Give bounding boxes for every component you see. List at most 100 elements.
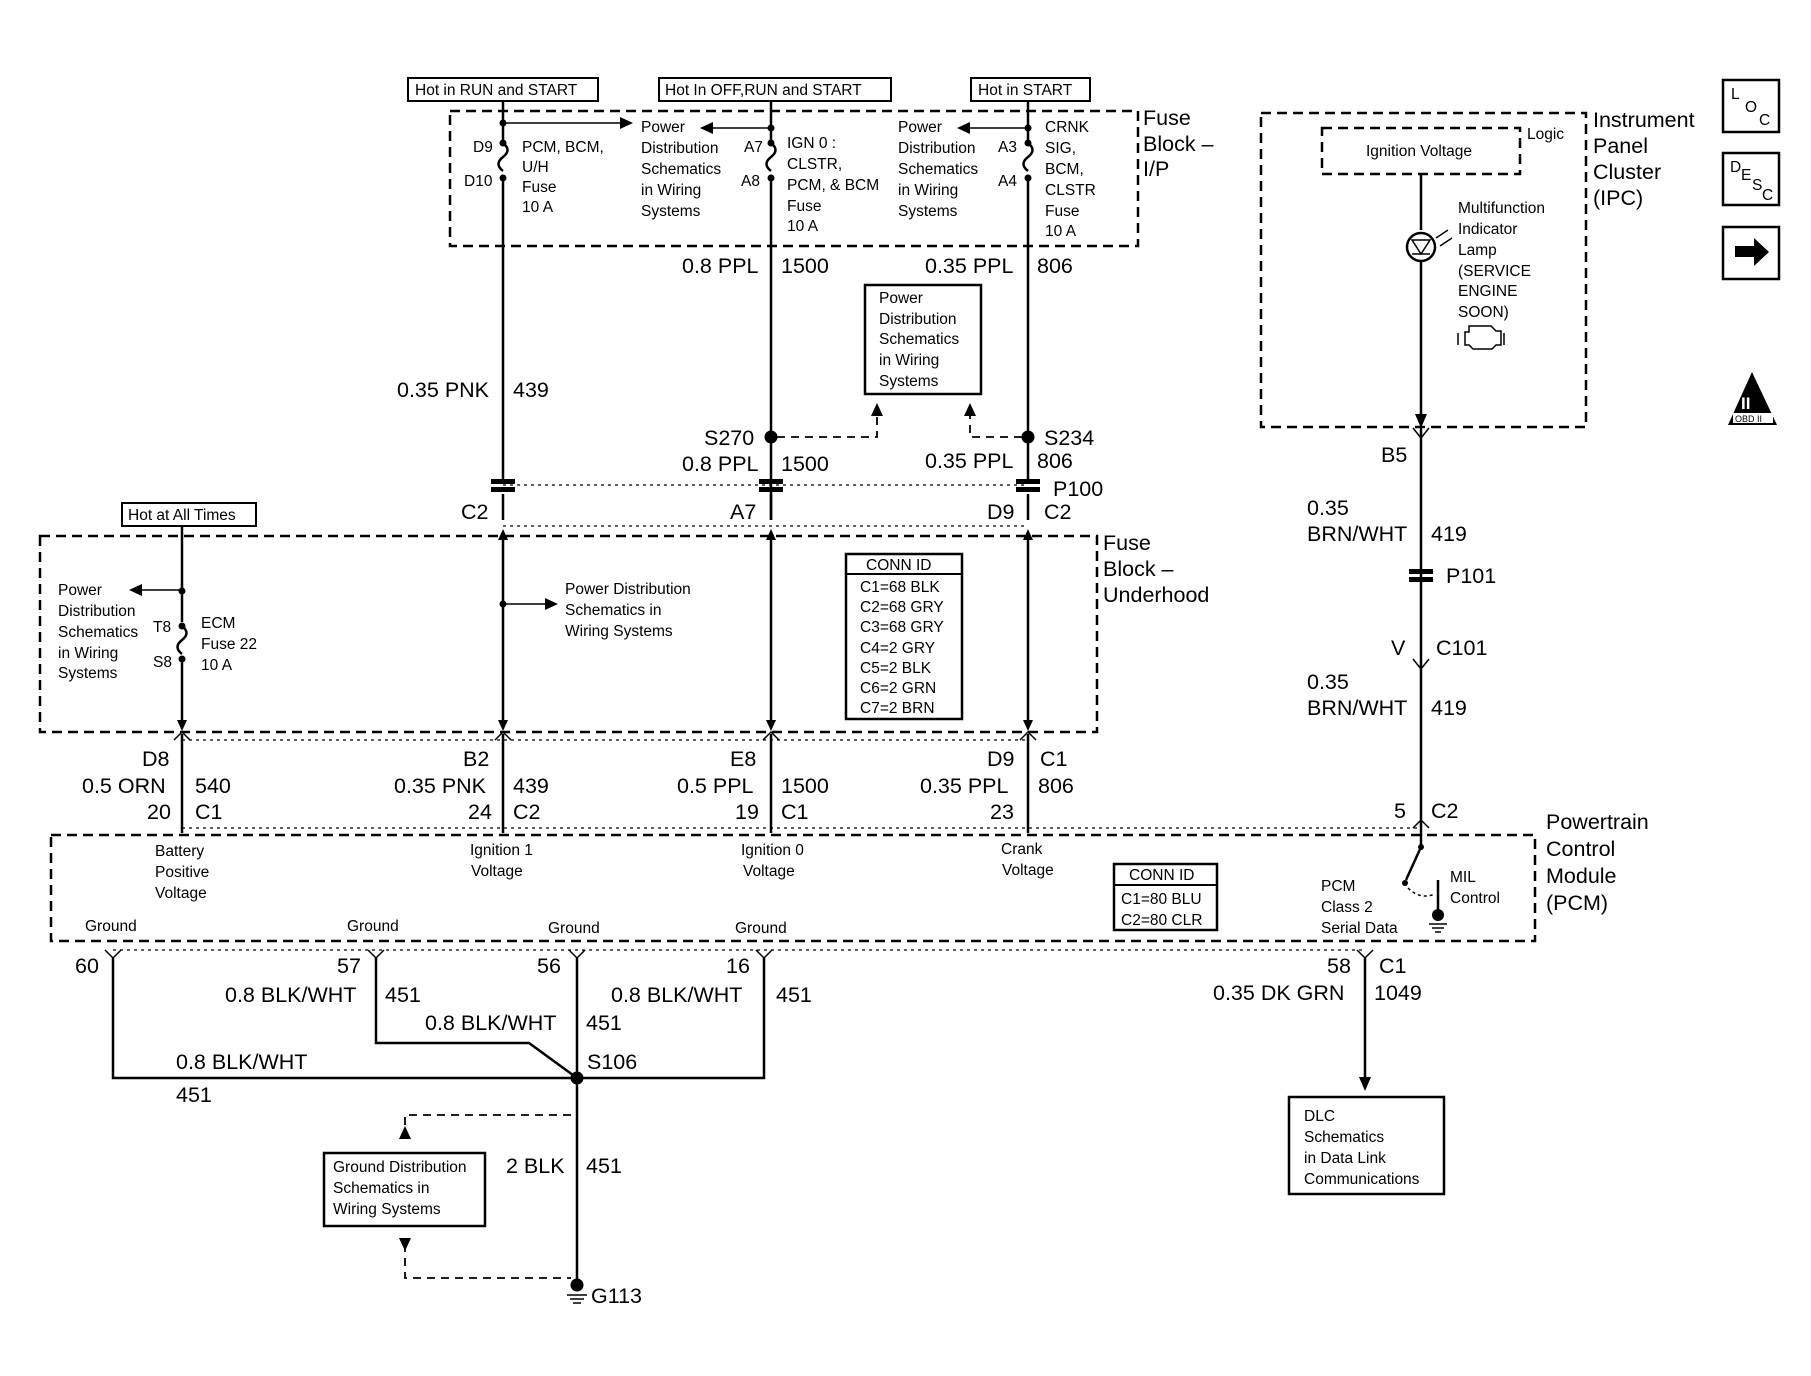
pcm-title: Powertrain Control Module (PCM) xyxy=(1546,810,1649,915)
svg-text:C1=80 BLU: C1=80 BLU xyxy=(1121,891,1202,908)
svg-text:0.35 PNK: 0.35 PNK xyxy=(397,378,490,402)
svg-text:Ground Distribution: Ground Distribution xyxy=(333,1159,467,1176)
pds-text-ip-right: Power Distribution Schematics in Wiring … xyxy=(898,119,978,220)
svg-text:Systems: Systems xyxy=(879,373,939,390)
svg-text:Instrument: Instrument xyxy=(1593,108,1695,132)
svg-text:24: 24 xyxy=(468,800,492,824)
svg-text:D9: D9 xyxy=(987,500,1014,524)
fuse-block-underhood-title: Fuse Block – Underhood xyxy=(1103,531,1209,607)
svg-text:BCM,: BCM, xyxy=(1045,161,1084,178)
svg-text:A8: A8 xyxy=(741,173,760,190)
svg-text:C1: C1 xyxy=(1379,954,1406,978)
svg-text:Voltage: Voltage xyxy=(1002,862,1054,879)
svg-text:C2: C2 xyxy=(1431,799,1458,823)
svg-text:Indicator: Indicator xyxy=(1458,221,1517,238)
svg-text:806: 806 xyxy=(1038,774,1074,798)
crnk-fuse: A3 A4 CRNK SIG, BCM, CLSTR Fuse 10 A xyxy=(957,101,1096,480)
svg-text:in Wiring: in Wiring xyxy=(879,352,939,369)
svg-text:806: 806 xyxy=(1037,449,1073,473)
svg-text:60: 60 xyxy=(75,954,99,978)
svg-text:Block –: Block – xyxy=(1103,557,1174,581)
svg-text:57: 57 xyxy=(337,954,361,978)
svg-text:19: 19 xyxy=(735,800,759,824)
mil-lamp: Multifunction Indicator Lamp (SERVICE EN… xyxy=(1405,174,1545,428)
svg-text:C2=68 GRY: C2=68 GRY xyxy=(860,599,944,616)
svg-text:C2: C2 xyxy=(513,800,540,824)
svg-text:Class 2: Class 2 xyxy=(1321,899,1373,916)
svg-text:451: 451 xyxy=(776,983,812,1007)
svg-text:C1: C1 xyxy=(781,800,808,824)
svg-text:D9: D9 xyxy=(473,139,493,156)
svg-text:Wiring Systems: Wiring Systems xyxy=(565,623,673,640)
svg-text:C2: C2 xyxy=(461,500,488,524)
svg-text:Powertrain: Powertrain xyxy=(1546,810,1649,834)
svg-text:Power: Power xyxy=(898,119,942,136)
svg-text:P101: P101 xyxy=(1446,564,1496,588)
desc-nav-button[interactable]: D E S C xyxy=(1721,151,1781,207)
svg-text:C101: C101 xyxy=(1436,636,1487,660)
svg-text:ENGINE: ENGINE xyxy=(1458,283,1517,300)
svg-text:SIG,: SIG, xyxy=(1045,140,1076,157)
svg-text:Positive: Positive xyxy=(155,864,209,881)
svg-text:0.8 BLK/WHT: 0.8 BLK/WHT xyxy=(611,983,742,1007)
dlc-wire: 58 C1 0.35 DK GRN 1049 xyxy=(1213,949,1422,1091)
ipc-outline xyxy=(1259,111,1588,429)
svg-text:PCM, & BCM: PCM, & BCM xyxy=(787,177,879,194)
svg-text:E8: E8 xyxy=(730,747,756,771)
svg-text:G113: G113 xyxy=(591,1284,642,1308)
svg-text:in Wiring: in Wiring xyxy=(641,182,701,199)
svg-text:C1: C1 xyxy=(1040,747,1067,771)
svg-text:451: 451 xyxy=(176,1083,212,1107)
svg-text:C: C xyxy=(1762,187,1773,204)
pcm-outline xyxy=(49,833,1537,943)
svg-text:16: 16 xyxy=(726,954,750,978)
uh-through-wires xyxy=(498,529,1033,731)
svg-text:10 A: 10 A xyxy=(201,657,233,674)
svg-text:0.5 ORN: 0.5 ORN xyxy=(82,774,166,798)
svg-text:C5=2 BLK: C5=2 BLK xyxy=(860,660,932,677)
svg-text:Hot in RUN and START: Hot in RUN and START xyxy=(415,82,578,99)
svg-text:CRNK: CRNK xyxy=(1045,119,1090,136)
svg-text:0.8 BLK/WHT: 0.8 BLK/WHT xyxy=(176,1050,307,1074)
svg-text:Serial Data: Serial Data xyxy=(1321,920,1398,937)
svg-text:C6=2 GRN: C6=2 GRN xyxy=(860,680,936,697)
svg-text:1500: 1500 xyxy=(781,254,829,278)
svg-text:0.35 PPL: 0.35 PPL xyxy=(925,449,1013,473)
svg-text:23: 23 xyxy=(990,800,1014,824)
svg-text:Ground: Ground xyxy=(735,920,787,937)
ign0-fuse: A7 A8 IGN 0 : CLSTR, PCM, & BCM Fuse 10 … xyxy=(700,101,879,520)
svg-text:10 A: 10 A xyxy=(522,199,554,216)
svg-text:0.35 DK GRN: 0.35 DK GRN xyxy=(1213,981,1344,1005)
svg-text:Schematics: Schematics xyxy=(641,161,721,178)
svg-text:Schematics in: Schematics in xyxy=(333,1180,429,1197)
svg-text:in Wiring: in Wiring xyxy=(898,182,958,199)
svg-text:A7: A7 xyxy=(744,139,763,156)
svg-text:B5: B5 xyxy=(1381,443,1407,467)
svg-text:E: E xyxy=(1741,167,1751,184)
svg-text:DLC: DLC xyxy=(1304,1108,1335,1125)
svg-text:20: 20 xyxy=(147,800,171,824)
pcm-bcm-uh-fuse: D9 D10 PCM, BCM, U/H Fuse 10 A xyxy=(464,101,633,480)
svg-text:A3: A3 xyxy=(998,139,1017,156)
svg-text:Ignition 0: Ignition 0 xyxy=(741,842,804,859)
loc-nav-button[interactable]: L O C xyxy=(1721,78,1781,134)
svg-text:CLSTR,: CLSTR, xyxy=(787,156,842,173)
svg-text:Schematics: Schematics xyxy=(58,624,138,641)
svg-text:Schematics: Schematics xyxy=(879,331,959,348)
svg-text:C2=80 CLR: C2=80 CLR xyxy=(1121,912,1202,929)
svg-text:C1=68 BLK: C1=68 BLK xyxy=(860,579,940,596)
svg-text:Ground: Ground xyxy=(85,918,137,935)
pcm-ground-labels: Ground Ground Ground Ground xyxy=(85,918,787,937)
ecm-fuse-22: T8 S8 ECM Fuse 22 10 A xyxy=(129,526,257,731)
svg-text:C: C xyxy=(1759,112,1770,129)
svg-text:58: 58 xyxy=(1327,954,1351,978)
svg-text:540: 540 xyxy=(195,774,231,798)
svg-text:Panel: Panel xyxy=(1593,134,1648,158)
next-arrow-button[interactable] xyxy=(1721,225,1781,281)
svg-text:Ignition Voltage: Ignition Voltage xyxy=(1366,143,1472,160)
hot-label-off-run-start: Hot In OFF,RUN and START xyxy=(658,77,892,102)
svg-text:C3=68 GRY: C3=68 GRY xyxy=(860,619,944,636)
svg-text:I/P: I/P xyxy=(1143,157,1169,181)
svg-text:BRN/WHT: BRN/WHT xyxy=(1307,522,1407,546)
